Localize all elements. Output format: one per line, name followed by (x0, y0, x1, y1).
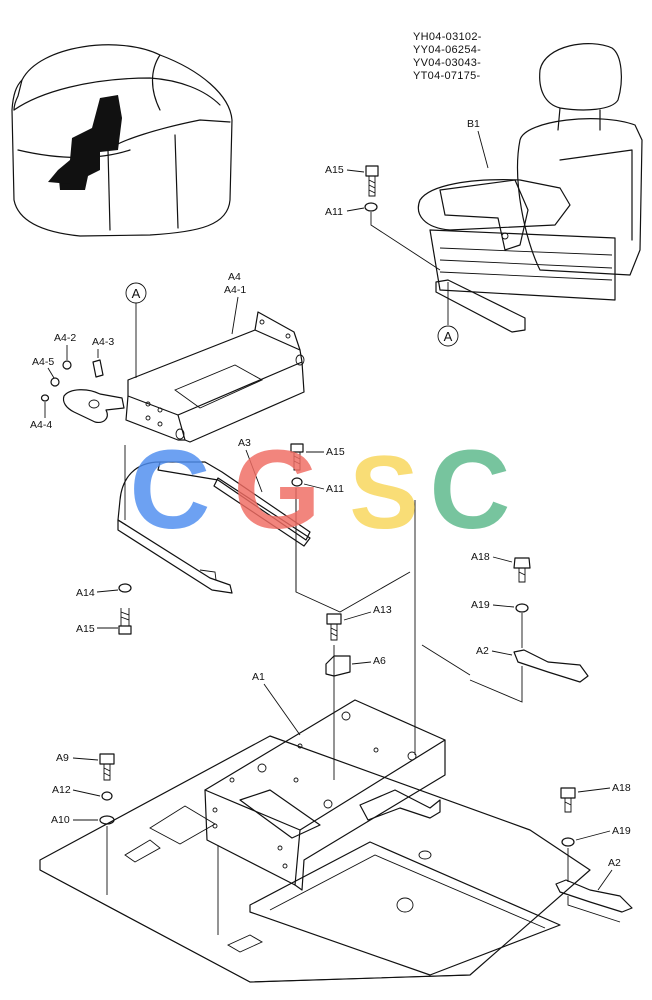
washer-a10 (99, 815, 115, 825)
reference-letter: A (444, 329, 453, 344)
part-label-a9: A9 (56, 752, 69, 764)
part-label-a4-3: A4-3 (92, 336, 114, 348)
part-label-a18-low: A18 (612, 782, 631, 794)
part-label-a14: A14 (76, 587, 95, 599)
bolt-a18-upper (513, 557, 531, 583)
watermark-letter: C (430, 427, 511, 552)
part-label-a4-5: A4-5 (32, 356, 54, 368)
bracket-a2-lower (555, 879, 633, 913)
lock-lever-parts (40, 359, 125, 423)
watermark-letter: C (130, 427, 211, 552)
part-label-a4-4: A4-4 (30, 419, 52, 431)
washer-a19-upper (515, 603, 529, 613)
floor-plate-drawing (39, 735, 591, 983)
spacer-a6 (325, 655, 351, 677)
watermark-letter: S (349, 435, 418, 551)
part-label-a15-low: A15 (76, 623, 95, 635)
bolt-a9 (99, 753, 115, 781)
seat-bracket-a4-drawing (125, 311, 305, 443)
seat-stand-a1-drawing (204, 699, 446, 891)
bolt-a18-lower (560, 787, 576, 813)
reference-letter: A (132, 286, 141, 301)
part-label-a4-2: A4-2 (54, 332, 76, 344)
assembly-guide-lines (106, 445, 621, 935)
part-label-a2-low: A2 (608, 857, 621, 869)
bolt-a15-top (365, 165, 379, 197)
part-label-a3: A3 (238, 437, 251, 449)
part-label-a2-up: A2 (476, 645, 489, 657)
part-label-a12: A12 (52, 784, 71, 796)
part-label-a1: A1 (252, 671, 265, 683)
serial-number: YV04-03043- (413, 57, 481, 69)
bolt-a15-mid (290, 443, 304, 471)
reference-marker-seat: A (437, 282, 459, 347)
part-label-b1: B1 (467, 118, 480, 130)
washer-a12 (101, 791, 113, 801)
part-label-a19-up: A19 (471, 599, 490, 611)
part-label-a4: A4 (228, 271, 241, 283)
part-label-a13: A13 (373, 604, 392, 616)
part-label-a15-mid: A15 (326, 446, 345, 458)
cab-overview-illustration (11, 44, 233, 237)
serial-number: YY04-06254- (413, 44, 481, 56)
part-label-a11-mid: A11 (326, 483, 344, 495)
washer-a11-mid (291, 477, 303, 487)
part-label-a11-top: A11 (325, 206, 343, 218)
washer-a14 (118, 583, 132, 593)
washer-a11-top (364, 202, 378, 212)
part-label-a10: A10 (51, 814, 70, 826)
part-label-a18-up: A18 (471, 551, 490, 563)
bolt-a15-low (118, 608, 132, 635)
part-label-a19-low: A19 (612, 825, 631, 837)
part-label-a4-1: A4-1 (224, 284, 246, 296)
seat-assembly-drawing: B1 (417, 43, 643, 333)
bracket-a2-upper (513, 649, 589, 683)
serial-number-list: YH04-03102- YY04-06254- YV04-03043- YT04… (413, 31, 482, 82)
reference-marker-bracket: A (125, 282, 147, 378)
serial-number: YH04-03102- (413, 31, 482, 43)
part-label-a6: A6 (373, 655, 386, 667)
washer-a19-lower (561, 837, 575, 847)
bolt-a13 (326, 613, 342, 641)
watermark-letter: G (233, 427, 320, 552)
serial-number: YT04-07175- (413, 70, 481, 82)
slide-rail-a3-drawing (117, 461, 311, 594)
part-label-a15-top: A15 (325, 164, 344, 176)
